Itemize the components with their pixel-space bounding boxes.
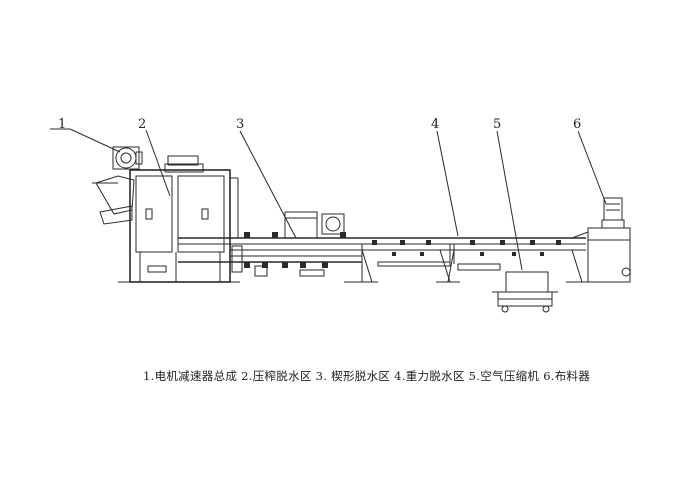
legend-caption: 1.电机减速器总成 2.压榨脱水区 3. 楔形脱水区 4.重力脱水区 5.空气压… (143, 369, 591, 383)
wedge-dewatering-zone (231, 211, 346, 277)
distributor (571, 197, 631, 283)
callout-1: 1 (58, 117, 66, 132)
motor-reducer-assembly (92, 146, 143, 225)
callout-2: 2 (138, 117, 146, 132)
gravity-dewatering-zone (372, 240, 561, 256)
leader-lines (50, 128, 607, 271)
callout-3: 3 (236, 117, 244, 132)
conveyor-frame (178, 237, 590, 283)
air-compressor (492, 271, 558, 313)
press-dewatering-zone (118, 155, 240, 283)
callout-6: 6 (573, 117, 581, 132)
callout-4: 4 (431, 117, 439, 132)
callout-5: 5 (493, 117, 501, 132)
